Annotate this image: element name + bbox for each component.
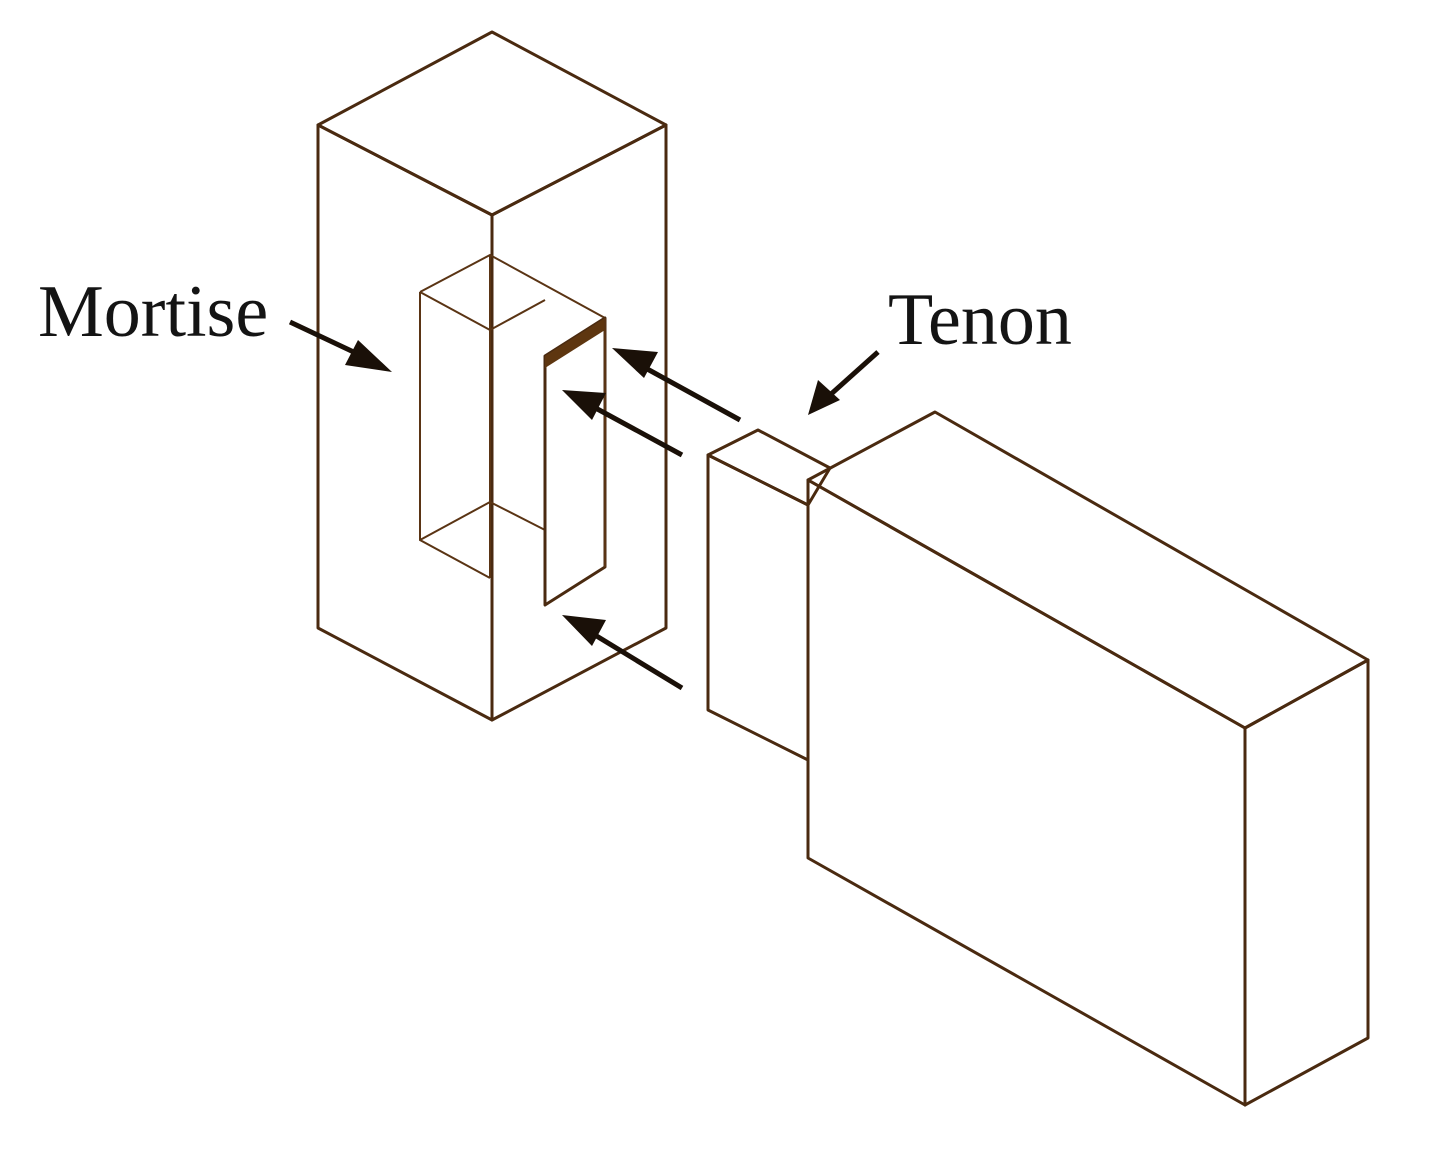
mortise-label-arrow xyxy=(288,319,392,372)
rail-top-face xyxy=(806,410,1370,730)
tenon-label-arrow xyxy=(808,350,880,415)
mortise-hidden-outline xyxy=(419,253,606,579)
tenon-label: Tenon xyxy=(888,279,1072,361)
mortise-post-top-face xyxy=(316,30,668,217)
rail-front-face xyxy=(806,478,1247,1107)
insertion-arrow-bottom xyxy=(562,615,684,691)
tenon-rail xyxy=(706,410,1370,1107)
mortise-post xyxy=(316,30,668,722)
insertion-arrow-middle xyxy=(562,390,684,458)
rail-end-face xyxy=(1243,658,1370,1107)
mortise-label: Mortise xyxy=(38,271,268,353)
tenon-top-face xyxy=(706,428,832,507)
tenon-front-face xyxy=(706,453,810,762)
insertion-arrow-top xyxy=(612,348,742,423)
mortise-cavity xyxy=(543,316,607,607)
mortise-post-left-face xyxy=(316,123,494,722)
